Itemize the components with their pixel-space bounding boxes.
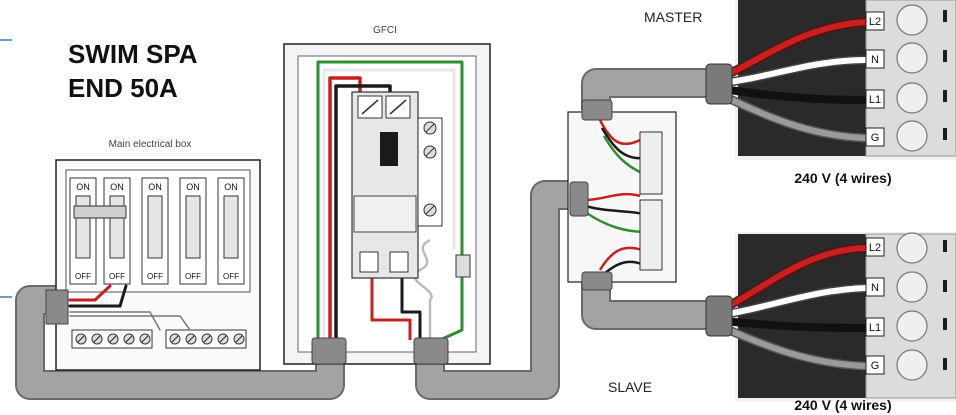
breaker-5: ON OFF — [217, 177, 245, 285]
breaker-2: ON OFF — [103, 177, 131, 285]
master-panel: MASTER L2 N L1 G — [644, 0, 956, 186]
title-line2: END 50A — [68, 73, 178, 103]
main-electrical-box: Main electrical box ON OFF ON OFF ON — [45, 139, 261, 371]
gfci-wires — [316, 60, 464, 342]
slave-fitting — [705, 295, 733, 337]
breaker-1-on: ON — [76, 182, 90, 192]
slave-terminal-l1: L1 — [869, 322, 881, 334]
conduit-runs — [15, 68, 712, 400]
breaker-4-on: ON — [186, 182, 200, 192]
breaker-2-off: OFF — [109, 272, 125, 281]
breaker-3: ON OFF — [141, 177, 169, 285]
slave-terminal-labels: L2 N L1 G — [865, 237, 885, 375]
master-terminal-g: G — [871, 132, 880, 144]
master-caption: 240 V (4 wires) — [794, 170, 891, 186]
gfci-box: GFCI — [283, 25, 491, 365]
terminal-bar-right — [165, 329, 247, 349]
gfci-fitting-left — [311, 337, 347, 365]
gfci-label: GFCI — [373, 25, 397, 36]
slave-caption: 240 V (4 wires) — [794, 397, 891, 413]
master-terminal-n: N — [871, 54, 879, 66]
breaker-3-on: ON — [148, 182, 162, 192]
breaker-1-off: OFF — [75, 272, 91, 281]
gfci-fitting-right — [413, 337, 449, 365]
breaker-1: ON OFF — [69, 177, 97, 285]
slave-panel: L2 N L1 G SLAVE 240 V (4 wires) — [608, 232, 956, 413]
slave-terminal-l2: L2 — [869, 242, 881, 254]
master-wires — [710, 17, 871, 143]
breaker-2-on: ON — [110, 182, 124, 192]
junction-box — [567, 99, 677, 291]
breaker-5-on: ON — [224, 182, 238, 192]
title-line1: SWIM SPA — [68, 39, 198, 69]
main-box-fitting — [45, 289, 69, 325]
breaker-5-off: OFF — [223, 272, 239, 281]
gfci-ground-lug — [455, 254, 471, 278]
master-terminal-labels: L2 N L1 G — [865, 11, 885, 147]
master-fitting — [705, 63, 733, 105]
slave-terminal-g: G — [871, 360, 880, 372]
main-box-label: Main electrical box — [109, 139, 192, 150]
gfci-breaker-handle — [380, 132, 398, 166]
junction-terminals — [639, 131, 663, 271]
breaker-3-off: OFF — [147, 272, 163, 281]
slave-terminal-n: N — [871, 282, 879, 294]
breaker-tie-bar — [73, 205, 127, 219]
breaker-4-off: OFF — [185, 272, 201, 281]
breaker-row: ON OFF ON OFF ON OFF ON OFF — [69, 177, 245, 285]
gfci-breaker — [351, 91, 419, 279]
main-box-wires — [68, 284, 191, 331]
master-terminal-l2: L2 — [869, 16, 881, 28]
breaker-4: ON OFF — [179, 177, 207, 285]
terminal-bar-left — [71, 329, 153, 349]
master-label: MASTER — [644, 9, 702, 25]
master-terminal-l1: L1 — [869, 94, 881, 106]
slave-label: SLAVE — [608, 379, 652, 395]
